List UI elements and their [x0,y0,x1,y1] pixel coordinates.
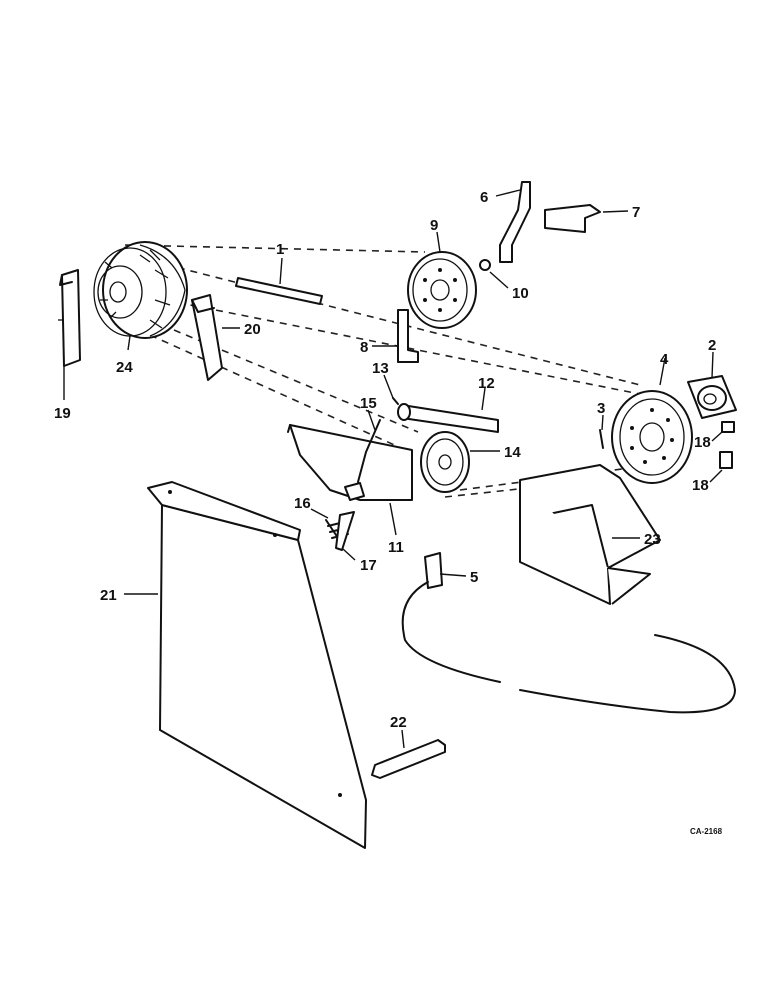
callout-18b: 18 [692,477,709,494]
callout-18a: 18 [694,434,711,451]
callout-1: 1 [276,241,284,258]
callout-3: 3 [597,400,605,417]
callout-19: 19 [54,405,71,422]
spring-and-clip [325,511,355,551]
drawing-code: CA-2168 [690,827,723,836]
callout-14: 14 [504,444,521,461]
callout-21: 21 [100,587,117,604]
idler-pulley-top [407,251,477,329]
callout-11: 11 [388,539,404,556]
callout-6: 6 [480,189,488,206]
left-bracket [58,269,81,367]
callout-9: 9 [430,217,438,234]
control-cable [401,552,736,714]
callout-13: 13 [372,360,389,377]
small-pin [392,397,399,405]
callouts: 1 2 3 4 5 6 7 8 9 10 11 12 13 14 15 16 1… [54,189,716,731]
callout-22: 22 [390,714,407,731]
callout-8: 8 [360,339,368,356]
callout-2: 2 [708,337,716,354]
shaft [235,277,323,305]
callout-15: 15 [360,395,377,412]
callout-7: 7 [632,204,640,221]
tension-arm [397,403,499,433]
belt-guide [191,294,223,381]
callout-10: 10 [512,285,529,302]
callout-23: 23 [644,531,661,548]
callout-5: 5 [470,569,478,586]
callout-17: 17 [360,557,377,574]
support-bracket [371,739,446,779]
clips [719,421,735,469]
belt-cover [519,464,661,605]
leader-lines [63,189,723,749]
side-shield [147,481,367,849]
idler-pulley-lower [420,431,470,493]
nut [479,259,491,271]
callout-4: 4 [660,351,669,368]
callout-12: 12 [478,375,495,392]
callout-24: 24 [116,359,133,376]
stand-bracket [397,309,419,363]
bolt [599,429,604,449]
pivot-plate [287,424,413,501]
drive-pulley [611,390,693,484]
spring-rod [357,419,381,483]
callout-16: 16 [294,495,311,512]
bearing-flange [687,375,737,419]
bent-bracket [499,181,531,263]
angle-bracket [544,204,601,233]
multi-groove-pulley [93,241,188,339]
callout-20: 20 [244,321,261,338]
